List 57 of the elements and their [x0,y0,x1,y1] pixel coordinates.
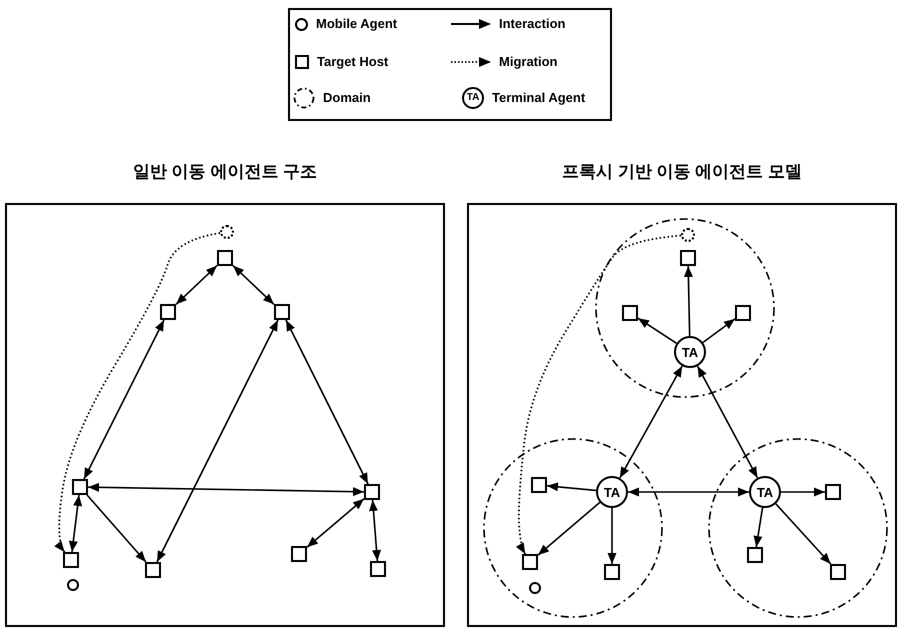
host-square [825,484,841,500]
legend-label: Migration [499,53,558,72]
arrow [175,265,218,305]
arrow [546,482,596,492]
arrow [619,366,683,478]
host-square [72,479,88,495]
arrow [86,494,147,563]
agent-label: TA [682,346,698,358]
arrow [781,488,825,496]
host-square [274,304,290,320]
dotted-arrow [516,234,682,554]
arrow [83,320,165,480]
arrow [306,498,365,548]
arrow [608,508,616,564]
host-square [830,564,846,580]
arrow [754,508,764,548]
domain-outline [708,438,888,618]
agent-label: TA [756,486,774,498]
host-square [680,250,696,266]
arrow [369,500,381,562]
host-square [291,546,307,562]
domain-outline [595,218,775,398]
host-square [604,564,620,580]
arrow [68,494,82,552]
legend-label: Target Host [317,53,388,72]
panel-title: 프록시 기반 이동 에이전트 모델 [562,161,802,183]
arrow [88,482,364,496]
host-square [364,484,380,500]
host-square [531,477,547,493]
arrow [775,503,832,565]
domain-outline [483,438,663,618]
legend-label: Interaction [499,15,566,34]
arrow [537,502,600,556]
arrow [702,318,736,344]
host-square [217,250,233,266]
agent-label: TA [604,486,620,498]
host-square [522,554,538,570]
legend-label: Domain [323,89,371,108]
host-square [622,305,638,321]
symbol-label: TA [466,93,480,103]
host-square [160,304,176,320]
arrow [638,318,678,344]
host-square [735,305,751,321]
arrow [156,320,279,562]
arrow [232,265,275,305]
host-square [145,562,161,578]
host-square [370,561,386,577]
dotted-arrow [54,232,220,552]
host-square [747,547,763,563]
legend-label: Mobile Agent [316,15,398,34]
legend-label: Terminal Agent [492,89,586,108]
host-square [63,552,79,568]
arrow [684,266,693,336]
panel-title: 일반 이동 에이전트 구조 [132,161,318,183]
arrow [696,366,758,478]
arrow [285,320,369,484]
arrow [628,488,749,496]
